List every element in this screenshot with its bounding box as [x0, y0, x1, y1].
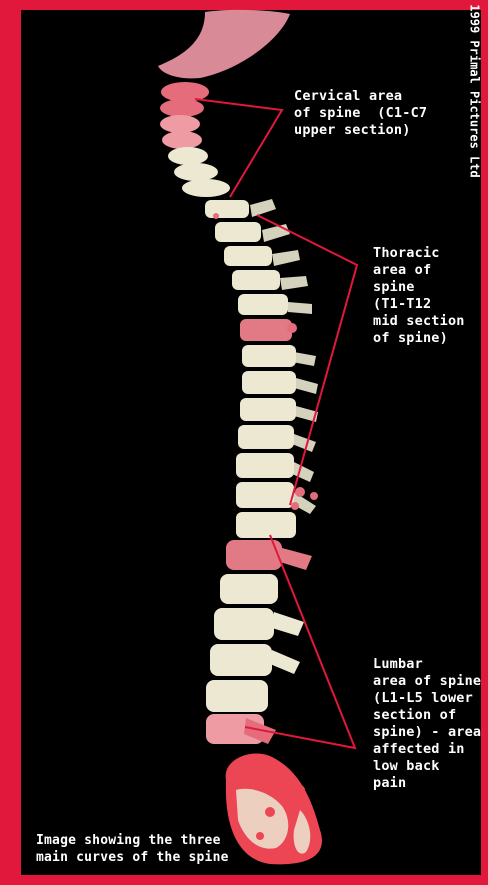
cervical-label: Cervical area of spine (C1-C7 upper sect… — [294, 88, 427, 139]
caption: Image showing the three main curves of t… — [36, 832, 229, 866]
skull-base — [158, 10, 290, 79]
thoracic-label: Thoracic area of spine (T1-T12 mid secti… — [373, 245, 465, 347]
copyright-credit: 1999 Primal Pictures Ltd — [467, 4, 481, 177]
lumbar-label: Lumbar area of spine (L1-L5 lower sectio… — [373, 656, 481, 792]
